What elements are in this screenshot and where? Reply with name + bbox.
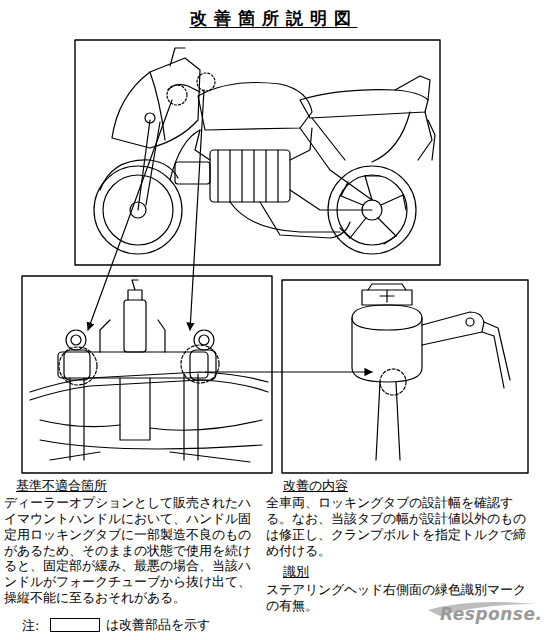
clamp-closeup: [352, 284, 510, 460]
diagram-title: 改善箇所説明図: [0, 8, 547, 29]
note-label: 注:: [22, 618, 52, 634]
frame-handlebar: [22, 276, 272, 473]
handlebar-assembly: [30, 280, 268, 462]
watermark: Response.: [440, 604, 540, 625]
frame-motorcycle: [75, 40, 440, 265]
section-body: 全車両、ロッキングタブの設計幅を確認する。なお、当該タブの幅が設計値以外のものは…: [266, 495, 530, 558]
motorcycle: [94, 48, 435, 254]
frame-closeup: [282, 280, 528, 473]
legend-entry: は改善部品を示す: [50, 616, 210, 634]
legend-sample-box: [50, 618, 100, 632]
section-heading: 基準不適合箇所: [16, 478, 256, 494]
legend-text: は改善部品を示す: [106, 616, 210, 634]
section-body: ディーラーオプションとして販売されたハイマウントハンドルにおいて、ハンドル固定用…: [4, 495, 262, 606]
section-heading: 識別: [283, 564, 523, 580]
section-heading: 改善の内容: [283, 478, 523, 494]
